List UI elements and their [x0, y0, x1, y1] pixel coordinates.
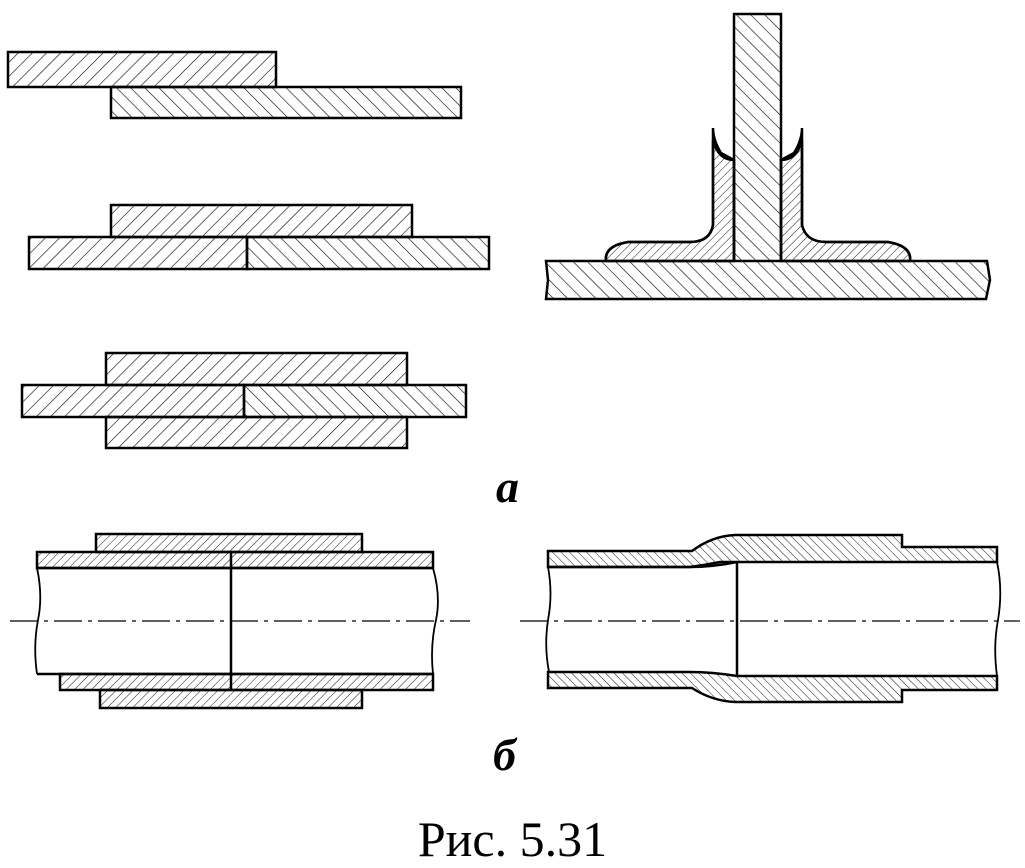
label-part-a: а: [496, 461, 519, 512]
figure-caption: Рис. 5.31: [417, 811, 608, 867]
lap-joint: [6, 50, 463, 120]
single-strap-joint: [27, 203, 491, 271]
pipe-socket-joint: [520, 533, 1020, 704]
tee-joint: [544, 12, 992, 301]
double-strap-joint: [20, 351, 468, 450]
pipe-sleeve-joint: [10, 532, 470, 710]
label-part-b: б: [493, 729, 516, 780]
